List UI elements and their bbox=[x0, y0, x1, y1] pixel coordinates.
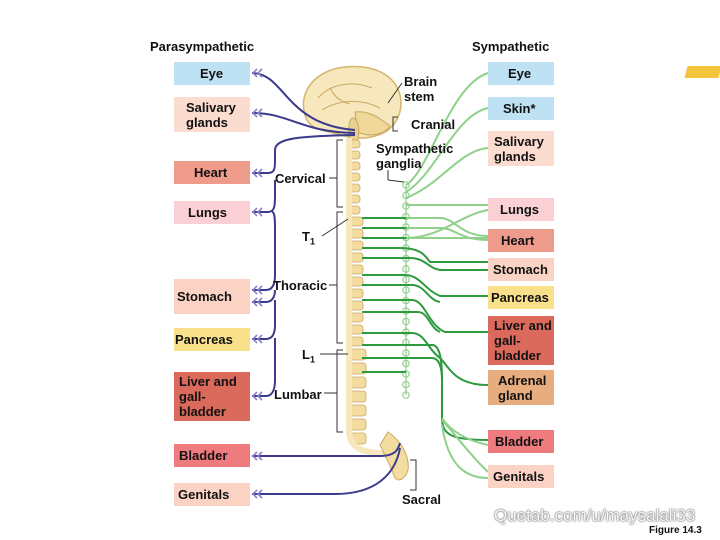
symp-organ-adrenal-gland: Adrenal gland bbox=[488, 370, 554, 405]
vertebral-column bbox=[349, 139, 367, 445]
para-arrowhead bbox=[251, 68, 263, 78]
l1-subscript: 1 bbox=[309, 354, 315, 365]
parasympathetic-heading: Parasympathetic bbox=[150, 39, 255, 54]
para-arrowhead bbox=[251, 207, 263, 217]
para-organ-bladder: Bladder bbox=[174, 444, 250, 467]
sympathetic-ganglia-label: Sympathetic ganglia bbox=[376, 141, 454, 171]
symp-organ-skin: Skin* bbox=[488, 97, 554, 120]
para-organ-salivary-glands: Salivary glands bbox=[174, 97, 250, 132]
symp-organ-salivary-glands: Salivary glands bbox=[488, 131, 554, 166]
t1-letter: T bbox=[302, 229, 310, 244]
l1-label: L1 bbox=[302, 347, 315, 368]
t1-label: T1 bbox=[302, 229, 315, 250]
para-arrowhead bbox=[251, 168, 263, 178]
vertebra bbox=[349, 376, 367, 389]
spinal-cord bbox=[346, 138, 396, 458]
para-arrowhead bbox=[251, 489, 263, 499]
cervical-label: Cervical bbox=[275, 171, 326, 186]
para-arrowhead bbox=[251, 451, 263, 461]
vertebra bbox=[349, 390, 367, 403]
symp-organ-bladder: Bladder bbox=[488, 430, 554, 453]
sympathetic-heading: Sympathetic bbox=[472, 39, 550, 54]
parasympathetic-fibers bbox=[251, 72, 401, 495]
para-organ-lungs: Lungs bbox=[174, 201, 250, 224]
sacrum bbox=[379, 431, 409, 481]
lumbar-label: Lumbar bbox=[274, 387, 322, 402]
para-arrowhead bbox=[251, 297, 263, 307]
para-arrowhead bbox=[251, 285, 263, 295]
watermark: Quetab.com/u/maysalali33 bbox=[494, 506, 696, 525]
para-organ-genitals: Genitals bbox=[174, 483, 250, 506]
brain-stem-label: Brain stem bbox=[404, 74, 438, 104]
l1-letter: L bbox=[302, 347, 310, 362]
para-arrowhead bbox=[251, 108, 263, 118]
parasympathetic-arrowheads bbox=[251, 68, 263, 499]
brain-illustration bbox=[302, 65, 402, 141]
para-organ-heart: Heart bbox=[174, 161, 250, 184]
para-organ-stomach: Stomach bbox=[174, 279, 250, 314]
symp-organ-pancreas: Pancreas bbox=[488, 286, 554, 309]
para-arrowhead bbox=[251, 391, 263, 401]
para-arrowhead bbox=[251, 334, 263, 344]
symp-organ-genitals: Genitals bbox=[488, 465, 554, 488]
highlight-tag bbox=[684, 66, 720, 78]
vertebra bbox=[349, 404, 367, 417]
cranial-label: Cranial bbox=[411, 117, 456, 132]
para-organ-eye: Eye bbox=[174, 62, 250, 85]
para-organ-pancreas: Pancreas bbox=[174, 328, 250, 351]
symp-organ-eye: Eye bbox=[488, 62, 554, 85]
segment-brackets bbox=[320, 82, 417, 491]
symp-organ-lungs: Lungs bbox=[488, 198, 554, 221]
t1-subscript: 1 bbox=[309, 236, 315, 247]
thoracic-label: Thoracic bbox=[273, 278, 328, 293]
para-organ-liver-gallbladder: Liver and gall-bladder bbox=[174, 372, 250, 421]
symp-organ-stomach: Stomach bbox=[488, 258, 554, 281]
vertebra bbox=[349, 418, 367, 431]
symp-organ-heart: Heart bbox=[488, 229, 554, 252]
figure-label: Figure 14.3 bbox=[649, 525, 702, 536]
symp-organ-liver-gallbladder: Liver and gall-bladder bbox=[488, 316, 554, 365]
sympathetic-preganglionic-fibers bbox=[362, 217, 489, 441]
sympathetic-postganglionic-fibers bbox=[405, 72, 489, 479]
sacral-label: Sacral bbox=[402, 492, 442, 507]
